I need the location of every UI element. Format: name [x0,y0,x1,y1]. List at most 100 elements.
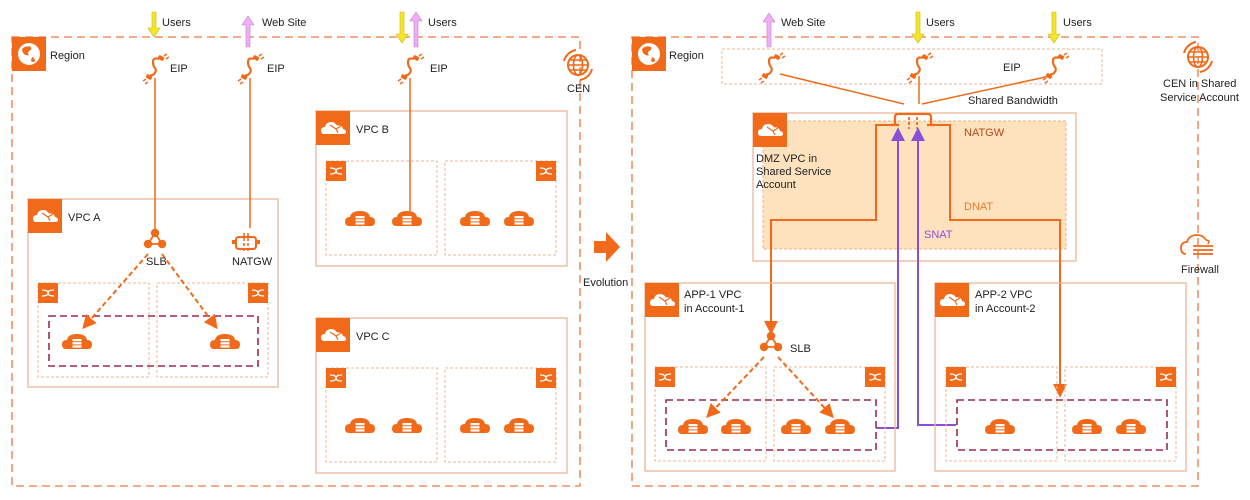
website-arrow-right: Web Site [762,12,825,48]
app2-vpc-label: in Account-2 [975,303,1036,315]
firewall-label: Firewall [1181,264,1219,276]
eip-icon [1041,51,1071,85]
natgw-label: NATGW [232,256,273,268]
snat-path-app1 [876,127,905,429]
server-group [48,315,259,367]
evolution-arrow-icon [594,232,620,262]
vswitch-zone [325,160,438,256]
external-label: Web Site [262,17,306,29]
ecs-server-icon [825,419,855,434]
region-globe-icon [12,37,46,71]
vpc-cloud-icon [752,112,788,148]
dmz-vpc-label: Shared Service [756,166,831,178]
right-region: Region Web Site Users Users EIP Shared B… [631,11,1239,487]
vswitch-zone [945,366,1058,462]
vswitch-icon [535,160,557,182]
dmz-vpc-label: DMZ VPC in [756,153,817,165]
vpc-a: VPC A SLB NATGW [27,78,279,388]
dnat-path-app1 [764,124,896,335]
right-region-label: Region [669,50,704,62]
slb-icon [142,227,168,250]
users-arrow-left-1: Users [147,11,191,38]
website-up-arrow-icon [241,15,255,48]
eip-label: EIP [267,63,285,75]
left-region-label: Region [50,50,85,62]
vpc-cloud-icon [934,282,970,318]
users-down-arrow-icon [911,11,925,44]
eip-icon [141,52,171,86]
external-label: Users [428,17,457,29]
website-arrow-left: Web Site [241,15,306,48]
eip-group [721,48,1103,85]
vswitch-zone [37,282,150,378]
dmz-vpc: DMZ VPC in Shared Service Account NATGW … [752,112,1077,262]
vswitch-zone [156,282,269,378]
app1-vpc-label: in Account-1 [684,303,745,315]
app1-vpc-border [644,282,896,472]
ecs-server-icon [345,418,375,433]
external-label: Users [162,17,191,29]
eip-label: EIP [1003,62,1021,74]
vswitch-icon [864,366,886,388]
external-label: Web Site [781,17,825,29]
ecs-server-icon [985,419,1015,434]
vswitch-zone [444,160,557,256]
cen-icon [563,49,593,81]
vpc-a-border [27,198,279,388]
eip-label: EIP [170,63,188,75]
users-down-arrow-icon [147,11,161,38]
vpc-b: VPC B [315,78,568,267]
vswitch-icon [945,366,967,388]
ecs-server-icon [1116,419,1146,434]
ecs-server-icon [504,211,534,226]
vswitch-zone [654,366,767,462]
dnat-label: DNAT [964,201,993,213]
vswitch-icon [535,367,557,389]
cen-icon [1183,41,1213,73]
cen-label: Service Account [1160,92,1239,104]
eip-icon [396,52,426,86]
ecs-server-icon [392,211,422,226]
slb-label: SLB [146,256,167,268]
vswitch-zone [444,367,557,463]
vswitch-icon [247,282,269,304]
ecs-server-icon [210,334,240,349]
slb-label: SLB [790,343,811,355]
vswitch-icon [654,366,676,388]
eip-label: EIP [430,63,448,75]
firewall-icon [1180,234,1207,255]
eip-icon [757,51,787,85]
vswitch-zone [325,367,438,463]
users-down-arrow-icon [395,11,409,44]
external-label: Users [926,17,955,29]
ecs-server-icon [62,334,92,349]
dmz-vpc-label: Account [756,179,796,191]
right-region-border [631,36,1199,487]
ecs-server-icon [392,418,422,433]
external-label: Users [1063,17,1092,29]
eip-icon [905,51,935,85]
website-up-arrow-icon [762,12,776,48]
region-globe-icon [632,37,666,71]
natgw-label: NATGW [964,127,1005,139]
ecs-server-icon [721,419,751,434]
vswitch-icon [1155,366,1177,388]
evolution-label: Evolution [583,277,628,289]
ecs-server-icon [460,211,490,226]
vpc-b-label: VPC B [356,124,389,136]
app1-vpc-label: APP-1 VPC [684,289,742,301]
ecs-server-icon [1072,419,1102,434]
app2-vpc-label: APP-2 VPC [975,289,1033,301]
shared-bandwidth-label: Shared Bandwidth [968,95,1058,107]
vpc-c-border [315,317,568,474]
vpc-cloud-icon [315,110,351,146]
users-arrow-left-2: Users [395,11,457,48]
cen-label: CEN [567,83,590,95]
eip-icon [236,52,266,86]
vpc-c: VPC C [315,317,568,474]
vswitch-icon [37,282,59,304]
natgw-icon [231,232,261,252]
ecs-server-icon [504,418,534,433]
server-group [956,399,1168,451]
slb-icon [758,330,784,353]
